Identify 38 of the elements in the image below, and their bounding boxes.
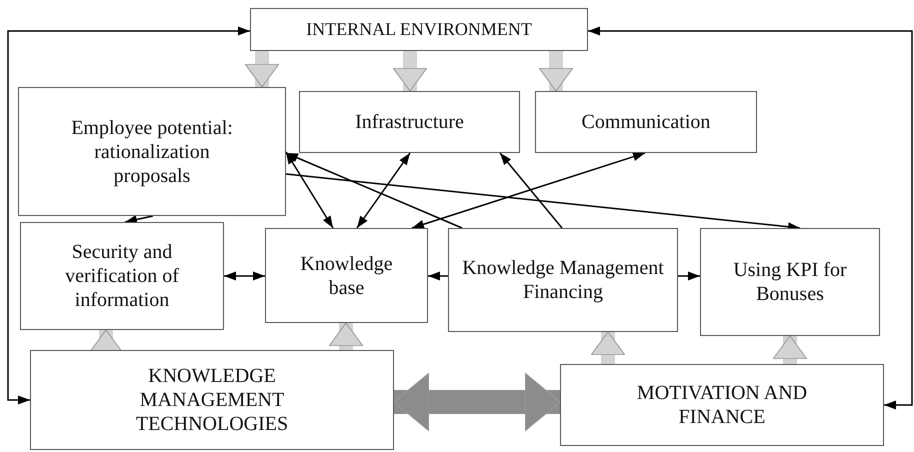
box-label: Knowledge base	[299, 252, 394, 300]
process-box	[700, 228, 880, 336]
arrow	[124, 215, 154, 224]
arrow	[588, 26, 913, 410]
box-label: Using KPI for Bonuses	[732, 258, 848, 306]
block-arrow	[394, 372, 560, 432]
block-arrow	[392, 51, 428, 92]
block-arrow	[328, 322, 364, 350]
process-box	[250, 8, 588, 51]
arrow	[286, 152, 462, 229]
arrow	[678, 272, 700, 280]
process-box	[299, 91, 520, 153]
block-arrow	[772, 336, 808, 364]
block-arrow	[538, 51, 574, 92]
box-label: Infrastructure	[355, 110, 464, 134]
box-label: INTERNAL ENVIRONMENT	[306, 18, 532, 40]
box-label: Security and verification of information	[64, 240, 180, 312]
process-box	[30, 350, 394, 450]
arrow	[499, 152, 563, 228]
process-box	[18, 87, 286, 216]
process-box	[448, 228, 678, 332]
box-label: Employee potential: rationalization proposals	[70, 116, 234, 188]
arrow	[285, 152, 334, 228]
arrow	[412, 152, 646, 229]
box-label: MOTIVATION AND FINANCE	[636, 381, 808, 429]
block-arrow	[590, 332, 626, 364]
box-label: KNOWLEDGE MANAGEMENT TECHNOLOGIES	[134, 364, 290, 436]
process-box	[535, 91, 757, 153]
box-label: Communication	[582, 110, 710, 134]
process-box	[265, 228, 428, 323]
process-box	[20, 222, 224, 330]
process-box	[560, 364, 884, 446]
arrow	[428, 272, 448, 280]
arrow	[356, 152, 411, 228]
block-arrow	[244, 51, 280, 88]
arrow	[224, 272, 265, 280]
arrow	[7, 26, 250, 404]
box-label: Knowledge Management Financing	[461, 256, 665, 304]
